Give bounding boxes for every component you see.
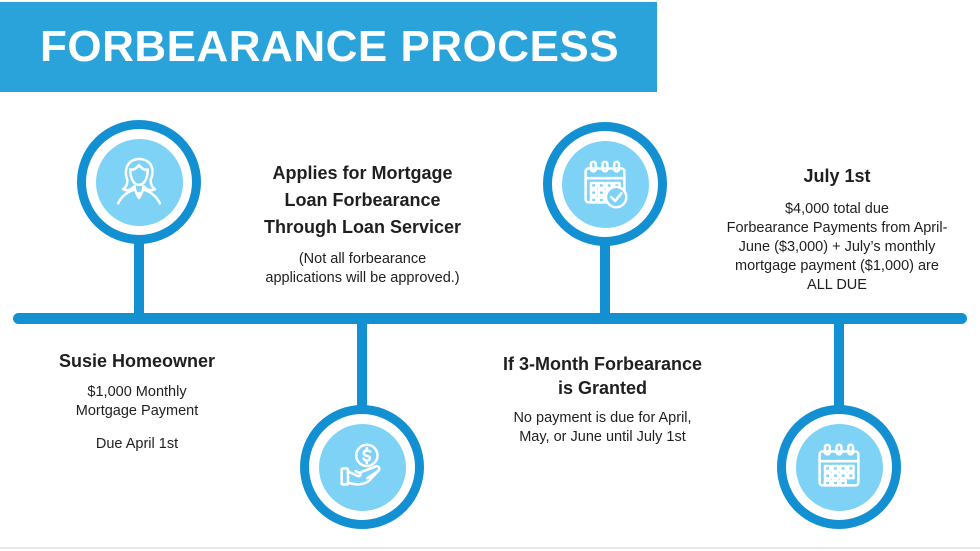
timeline-bar bbox=[13, 313, 967, 324]
step-body: $4,000 total due Forbearance Payments fr… bbox=[726, 201, 948, 293]
timeline-node-calendar-check bbox=[543, 122, 667, 246]
step-heading: July 1st bbox=[803, 166, 871, 186]
timeline-node-calendar bbox=[777, 405, 901, 529]
step-applies-forbearance: Applies for Mortgage Loan Forbearance Th… bbox=[240, 160, 485, 288]
step-body: (Not all forbearance applications will b… bbox=[265, 251, 460, 286]
step-july-due: July 1st $4,000 total due Forbearance Pa… bbox=[707, 163, 967, 295]
calendar-check-icon bbox=[584, 160, 628, 209]
step-note: Due April 1st bbox=[95, 436, 179, 452]
bottom-divider bbox=[0, 547, 980, 549]
money-hand-icon bbox=[340, 443, 381, 486]
calendar-icon bbox=[818, 443, 860, 487]
step-heading: Applies for Mortgage Loan Forbearance Th… bbox=[263, 163, 462, 237]
step-heading: Susie Homeowner bbox=[58, 351, 216, 371]
step-body: $1,000 Monthly Mortgage Payment bbox=[75, 384, 199, 419]
header-banner: FORBEARANCE PROCESS bbox=[0, 2, 657, 92]
timeline-stem-calendar bbox=[834, 320, 844, 410]
node-inner-circle bbox=[561, 140, 649, 228]
timeline-stem-homeowner bbox=[134, 238, 144, 318]
node-inner-circle bbox=[795, 423, 883, 511]
page-title: FORBEARANCE PROCESS bbox=[40, 22, 620, 71]
timeline-stem-money-hand bbox=[357, 320, 367, 410]
node-inner-circle bbox=[95, 138, 183, 226]
timeline-node-homeowner bbox=[77, 120, 201, 244]
step-forbearance-granted: If 3-Month Forbearance is Granted No pay… bbox=[465, 352, 740, 447]
homeowner-icon bbox=[116, 157, 162, 205]
timeline-stem-calendar-check bbox=[600, 240, 610, 318]
step-body: No payment is due for April, May, or Jun… bbox=[513, 410, 692, 445]
step-susie-homeowner: Susie Homeowner $1,000 Monthly Mortgage … bbox=[27, 348, 247, 454]
timeline-node-money-hand bbox=[300, 405, 424, 529]
node-inner-circle bbox=[318, 423, 406, 511]
step-heading: If 3-Month Forbearance is Granted bbox=[502, 354, 703, 398]
